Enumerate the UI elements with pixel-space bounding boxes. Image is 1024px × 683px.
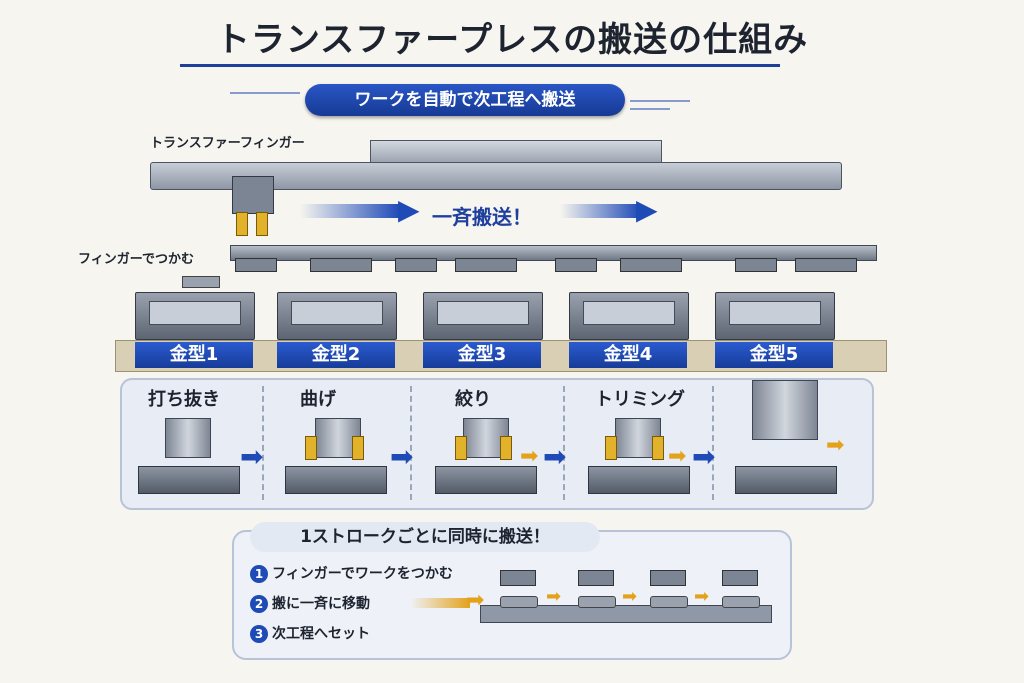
blue-right-arrow-icon: ➡: [240, 440, 264, 473]
yellow-right-arrow-icon: ➡: [668, 444, 687, 469]
finger-carriage: [232, 176, 274, 214]
mini-workpiece: [722, 596, 760, 608]
motion-arrow-shaft: [300, 204, 400, 218]
die-5: [715, 292, 835, 340]
punch: [165, 418, 211, 458]
finger-set: [395, 258, 437, 272]
stage-die: [735, 466, 837, 494]
speed-line: [230, 92, 300, 94]
step-text: フィンガーでワークをつかむ: [272, 566, 453, 582]
blue-right-arrow-icon: ▶: [636, 193, 658, 226]
process-name-bending: 曲げ: [300, 389, 336, 410]
blue-right-arrow-icon: ▶: [398, 193, 420, 226]
simultaneous-transfer-label: 一斉搬送！: [432, 205, 532, 229]
yellow-right-arrow-icon: ➡: [826, 433, 845, 458]
finger-set: [555, 258, 597, 272]
finger-tooth: [305, 436, 317, 460]
page-title: トランスファープレスの搬送の仕組み: [215, 20, 809, 60]
mini-rail: [480, 605, 772, 623]
finger-rail: [230, 245, 877, 261]
finger-set: [455, 258, 517, 272]
divider: [563, 386, 565, 500]
die-label-5: 金型5: [715, 342, 833, 368]
finger-tooth: [256, 212, 268, 236]
finger-tooth: [455, 436, 467, 460]
transfer-beam-top: [370, 140, 662, 164]
finger-tooth: [605, 436, 617, 460]
step-text: 次工程へセット: [272, 626, 370, 642]
subtitle-banner: ワークを自動で次工程へ搬送: [305, 84, 625, 116]
workpiece: [182, 276, 220, 288]
divider: [410, 386, 412, 500]
mini-finger: [650, 570, 686, 586]
yellow-right-arrow-icon: ➡: [694, 586, 710, 607]
blue-right-arrow-icon: ➡: [692, 440, 716, 473]
speed-line: [630, 108, 670, 110]
process-name-trimming: トリミング: [595, 389, 685, 410]
yellow-right-arrow-icon: ➡: [466, 588, 485, 613]
process-name-drawing: 絞り: [455, 389, 491, 410]
speed-line: [630, 100, 690, 102]
finger-set: [620, 258, 682, 272]
step-number: 1: [250, 565, 268, 583]
die-1: [135, 292, 255, 340]
finger-tooth: [236, 212, 248, 236]
stage-die: [435, 466, 537, 494]
finger-tooth: [652, 436, 664, 460]
grab-label: フィンガーでつかむ: [78, 252, 194, 267]
process-name-punching: 打ち抜き: [148, 389, 220, 410]
info-title: 1ストロークごとに同時に搬送！: [250, 522, 600, 552]
title-underline: [180, 64, 780, 67]
die-4: [569, 292, 689, 340]
punch: [752, 380, 818, 440]
finger-set: [795, 258, 857, 272]
stage-die: [285, 466, 387, 494]
mini-workpiece: [500, 596, 538, 608]
step-text: 搬に一斉に移動: [272, 596, 370, 612]
finger-label: トランスファーフィンガー: [150, 136, 305, 151]
die-label-1: 金型1: [135, 342, 253, 368]
finger-set: [310, 258, 372, 272]
step-number: 3: [250, 625, 268, 643]
die-label-3: 金型3: [423, 342, 541, 368]
stage-die: [138, 466, 240, 494]
step-number: 2: [250, 595, 268, 613]
die-label-4: 金型4: [569, 342, 687, 368]
blue-right-arrow-icon: ➡: [543, 440, 567, 473]
yellow-right-arrow-icon: ➡: [546, 586, 562, 607]
die-3: [423, 292, 543, 340]
finger-set: [735, 258, 777, 272]
die-2: [277, 292, 397, 340]
divider: [712, 386, 714, 500]
die-label-2: 金型2: [277, 342, 395, 368]
yellow-right-arrow-icon: ➡: [622, 586, 638, 607]
finger-tooth: [352, 436, 364, 460]
finger-tooth: [500, 436, 512, 460]
mini-finger: [578, 570, 614, 586]
mini-finger: [722, 570, 758, 586]
stage-die: [588, 466, 690, 494]
blue-right-arrow-icon: ➡: [390, 440, 414, 473]
mini-workpiece: [578, 596, 616, 608]
yellow-right-arrow-icon: ➡: [520, 444, 539, 469]
finger-set: [235, 258, 277, 272]
mini-finger: [500, 570, 536, 586]
mini-workpiece: [650, 596, 688, 608]
motion-arrow-shaft: [560, 204, 640, 218]
yellow-arrow-shaft: [410, 598, 470, 608]
divider: [262, 386, 264, 500]
